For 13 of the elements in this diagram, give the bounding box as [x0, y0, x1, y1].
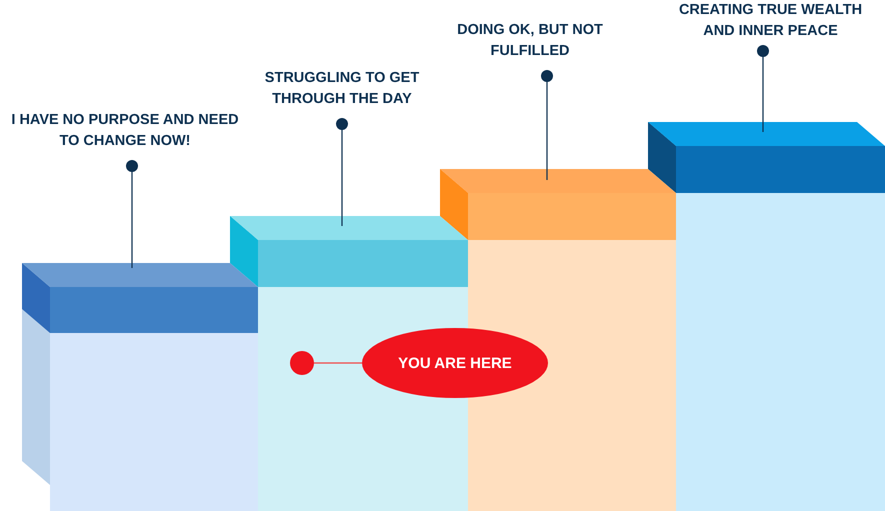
leader-line	[126, 160, 138, 268]
step-caption: STRUGGLING TO GET THROUGH THE DAY	[264, 69, 420, 109]
step-caption: I HAVE NO PURPOSE AND NEED TO CHANGE NOW!	[10, 111, 240, 151]
step-block	[648, 122, 885, 511]
leader-line	[541, 70, 553, 180]
step-caption: CREATING TRUE WEALTH AND INNER PEACE	[678, 1, 864, 41]
leader-line	[336, 118, 348, 226]
step-caption: DOING OK, BUT NOT FULFILLED	[456, 21, 604, 61]
leader-line	[757, 45, 769, 132]
callout-text: YOU ARE HERE	[398, 354, 512, 372]
step-block	[22, 263, 258, 511]
marker-dot	[290, 351, 314, 375]
connector-line	[314, 362, 362, 364]
